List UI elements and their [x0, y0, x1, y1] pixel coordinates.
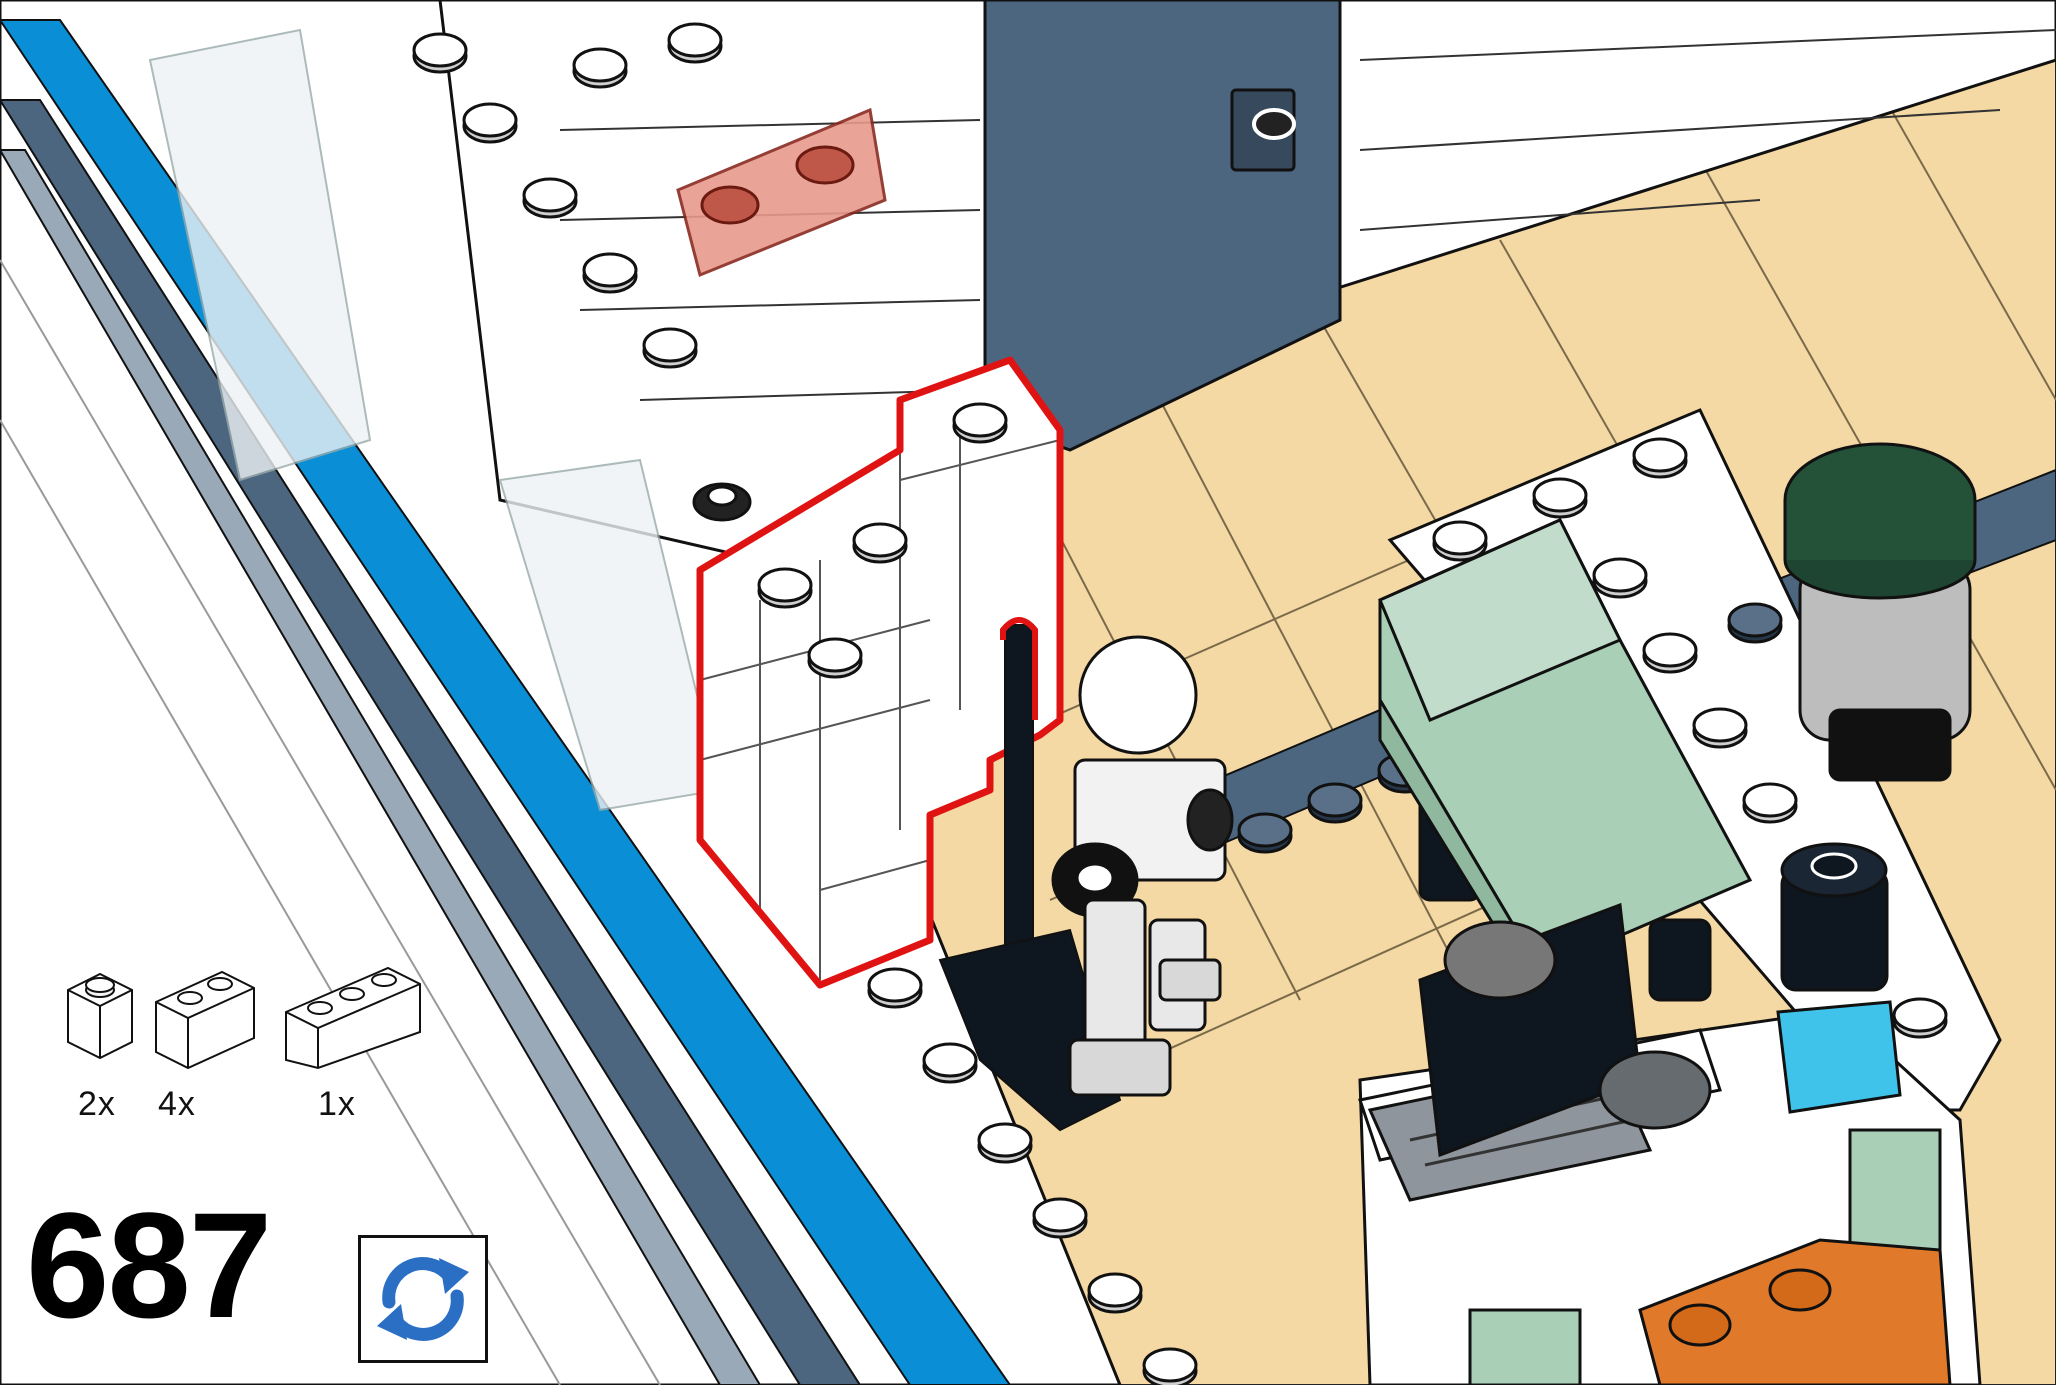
part-quantity: 1x	[318, 1085, 356, 1124]
part-quantity: 2x	[78, 1085, 116, 1124]
part-item: 1x	[280, 960, 425, 1070]
rotate-model-button[interactable]	[358, 1235, 488, 1363]
parts-callout: 2x 4x 1x	[40, 960, 440, 1140]
part-item: 4x	[150, 960, 260, 1070]
brick-1x1-icon	[60, 960, 140, 1070]
brick-1x3-icon	[280, 960, 425, 1070]
part-quantity: 4x	[158, 1085, 196, 1124]
brick-1x2-icon	[150, 960, 260, 1070]
rotate-model-icon	[361, 1238, 485, 1360]
part-item: 2x	[60, 960, 140, 1070]
step-number: 687	[26, 1190, 270, 1340]
